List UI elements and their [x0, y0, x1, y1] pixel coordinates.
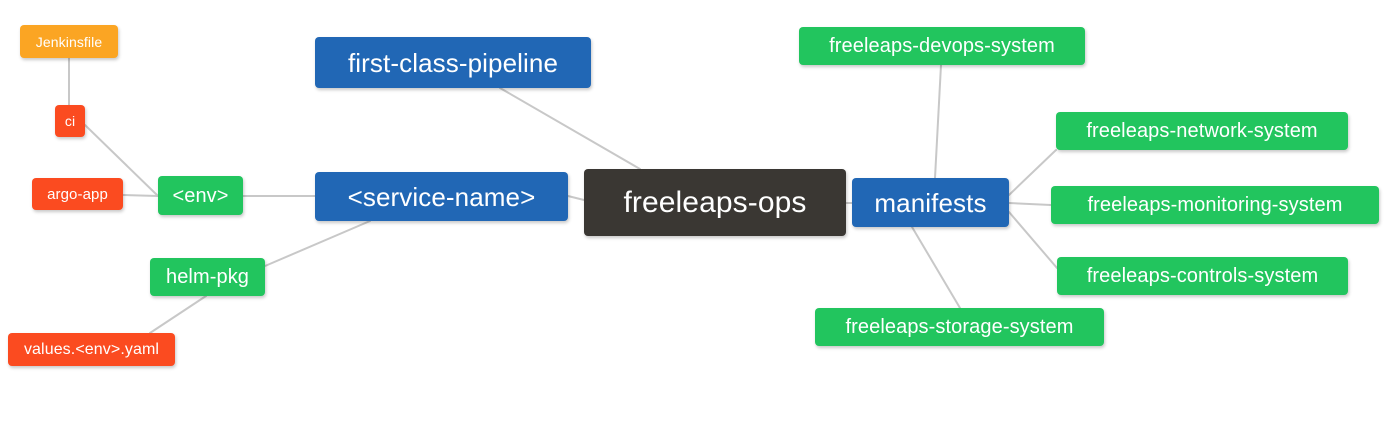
edge-manifests-to-freeleaps-monitoring-system: [1008, 202, 1052, 206]
node-freeleaps-controls-system[interactable]: freeleaps-controls-system: [1057, 257, 1348, 295]
node-env[interactable]: <env>: [158, 176, 243, 215]
edge-manifests-to-freeleaps-storage-system: [911, 226, 961, 309]
node-freeleaps-devops-system[interactable]: freeleaps-devops-system: [799, 27, 1085, 65]
edge-first-class-pipeline-to-freeleaps-ops: [499, 87, 641, 170]
edge-service-name-to-freeleaps-ops: [567, 195, 585, 201]
edge-values-env-yaml-to-helm-pkg: [149, 295, 207, 334]
node-service-name[interactable]: <service-name>: [315, 172, 568, 221]
node-jenkinsfile[interactable]: Jenkinsfile: [20, 25, 118, 58]
node-freeleaps-storage-system[interactable]: freeleaps-storage-system: [815, 308, 1104, 346]
edge-argo-app-to-env: [122, 194, 159, 197]
node-argo-app[interactable]: argo-app: [32, 178, 123, 210]
node-ci[interactable]: ci: [55, 105, 85, 137]
node-manifests[interactable]: manifests: [852, 178, 1009, 227]
edge-manifests-to-freeleaps-devops-system: [934, 64, 942, 179]
node-first-class-pipeline[interactable]: first-class-pipeline: [315, 37, 591, 88]
node-freeleaps-network-system[interactable]: freeleaps-network-system: [1056, 112, 1348, 150]
node-helm-pkg[interactable]: helm-pkg: [150, 258, 265, 296]
edge-manifests-to-freeleaps-network-system: [1008, 149, 1057, 196]
node-freeleaps-monitoring-system[interactable]: freeleaps-monitoring-system: [1051, 186, 1379, 224]
node-freeleaps-ops[interactable]: freeleaps-ops: [584, 169, 846, 236]
edge-helm-pkg-to-service-name: [264, 220, 371, 267]
edge-manifests-to-freeleaps-controls-system: [1008, 211, 1058, 269]
node-values-env-yaml[interactable]: values.<env>.yaml: [8, 333, 175, 366]
